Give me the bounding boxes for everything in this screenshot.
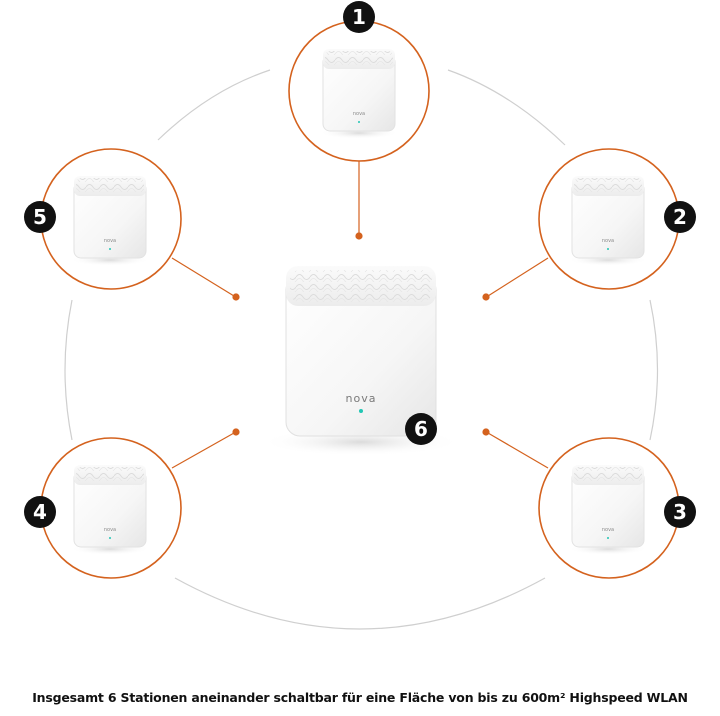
station-number: 2: [673, 205, 687, 229]
connector-4: [171, 432, 235, 469]
connector-dot-5: [232, 293, 240, 301]
connector-5: [171, 257, 235, 297]
mesh-router-icon: nova: [319, 49, 399, 139]
led-indicator-icon: [607, 537, 609, 539]
ring-arc-right: [649, 299, 659, 441]
connector-dot-1: [355, 232, 363, 240]
station-number: 1: [352, 5, 366, 29]
station-badge-3: 3: [664, 496, 696, 528]
station-badge-6: 6: [405, 413, 437, 445]
mesh-router-icon: nova: [70, 465, 150, 555]
ring-arc-top-right: [447, 69, 566, 146]
connector-dot-3: [482, 428, 490, 436]
led-indicator-icon: [109, 537, 111, 539]
led-indicator-icon: [109, 248, 111, 250]
station-badge-4: 4: [24, 496, 56, 528]
connector-3: [487, 432, 549, 469]
station-number: 4: [33, 500, 47, 524]
connector-2: [487, 257, 549, 297]
coverage-ring: [64, 69, 659, 630]
connector-dot-2: [482, 293, 490, 301]
brand-label: nova: [353, 111, 365, 117]
led-indicator-icon: [358, 121, 360, 123]
mesh-router-icon: nova: [568, 465, 648, 555]
station-number: 5: [33, 205, 47, 229]
ring-arc-bottom: [174, 577, 546, 630]
ring-arc-left: [64, 299, 73, 441]
connector-dot-4: [232, 428, 240, 436]
brand-label: nova: [104, 238, 116, 244]
connectors: [171, 156, 549, 469]
station-number: 6: [414, 417, 428, 441]
brand-label: nova: [346, 392, 377, 405]
brand-label: nova: [602, 238, 614, 244]
led-indicator-icon: [359, 409, 363, 413]
station-badge-5: 5: [24, 201, 56, 233]
brand-label: nova: [104, 527, 116, 533]
brand-label: nova: [602, 527, 614, 533]
caption: Insgesamt 6 Stationen aneinander schaltb…: [32, 690, 688, 705]
number-badges: 1 2 3 4 5 6: [24, 1, 696, 528]
led-indicator-icon: [607, 248, 609, 250]
central-router: nova: [261, 266, 461, 456]
ring-arc-top-left: [157, 69, 271, 141]
station-badge-2: 2: [664, 201, 696, 233]
station-number: 3: [673, 500, 687, 524]
mesh-router-icon: nova: [568, 176, 648, 266]
station-badge-1: 1: [343, 1, 375, 33]
mesh-router-icon: nova: [70, 176, 150, 266]
small-cubes: nova nova nova nova: [70, 49, 648, 555]
